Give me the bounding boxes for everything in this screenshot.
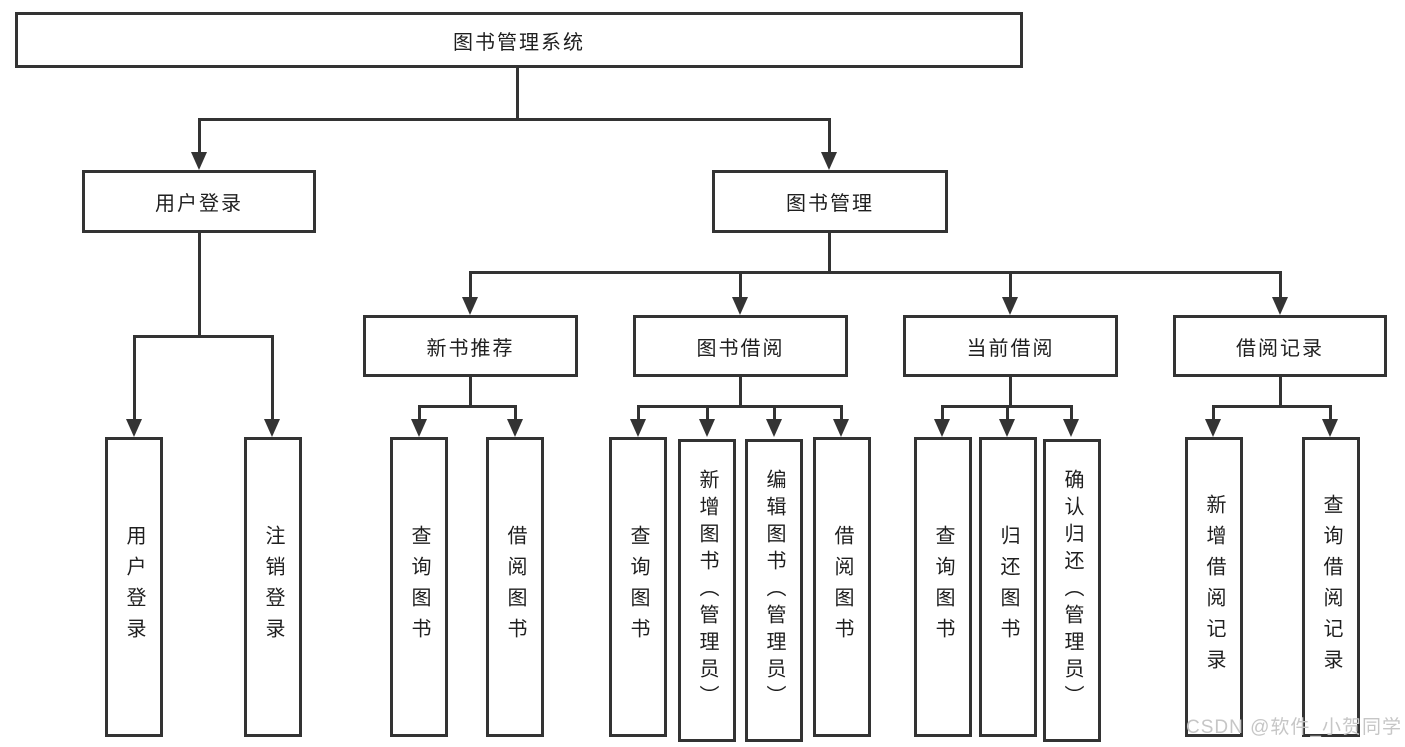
connector-recommend-trunk [469,377,472,408]
arrow-down-icon [1272,297,1288,315]
connector-stem-leaf [1212,405,1215,421]
arrow-down-icon [1002,297,1018,315]
arrow-down-icon [507,419,523,437]
leaf-edit-books-admin: 编辑图书（管理员） [745,439,803,742]
connector-borrow-trunk [739,377,742,408]
arrow-down-icon [191,152,207,170]
leaf-borrow-books-recommend: 借阅图书 [486,437,544,737]
connector-stem-leaf [1329,405,1332,421]
connector-records-trunk [1279,377,1282,408]
connector-stem-leaf [1006,405,1009,421]
arrow-down-icon [462,297,478,315]
connector-stem-user-login [198,118,201,154]
arrow-down-icon [1205,419,1221,437]
arrow-down-icon [732,297,748,315]
leaf-add-books-admin: 新增图书（管理员） [678,439,736,742]
arrow-down-icon [821,152,837,170]
arrow-down-icon [999,419,1015,437]
connector-userlogin-trunk [198,233,201,338]
connector-stem-leaf [773,405,776,421]
connector-stem-current [1009,271,1012,299]
connector-stem-records [1279,271,1282,299]
node-user-login: 用户登录 [82,170,316,233]
connector-stem-leaf [706,405,709,421]
node-book-management: 图书管理 [712,170,948,233]
csdn-watermark: CSDN @软件_小贺同学 [1186,717,1402,738]
leaf-query-borrow-record: 查询借阅记录 [1302,437,1360,737]
arrow-down-icon [766,419,782,437]
leaf-query-books-borrow: 查询图书 [609,437,667,737]
arrow-down-icon [934,419,950,437]
connector-userlogin-split [133,335,274,338]
leaf-add-borrow-record: 新增借阅记录 [1185,437,1243,737]
connector-root-trunk [516,68,519,120]
connector-stem-borrow [739,271,742,299]
node-current-borrowing: 当前借阅 [903,315,1118,377]
connector-stem-leaf [941,405,944,421]
node-book-borrowing: 图书借阅 [633,315,848,377]
connector-stem-leaf [637,405,640,421]
arrow-down-icon [126,419,142,437]
connector-stem-leaf [133,335,136,421]
connector-stem-leaf [840,405,843,421]
connector-borrow-split [637,405,843,408]
connector-bookmgmt-trunk [828,233,831,274]
connector-current-trunk [1009,377,1012,408]
leaf-query-books-recommend: 查询图书 [390,437,448,737]
arrow-down-icon [833,419,849,437]
node-root-system: 图书管理系统 [15,12,1023,68]
arrow-down-icon [1322,419,1338,437]
connector-level1-split [198,118,831,121]
connector-stem-recommend [469,271,472,299]
node-borrowing-records: 借阅记录 [1173,315,1387,377]
arrow-down-icon [411,419,427,437]
connector-recommend-split [418,405,517,408]
connector-stem-leaf [1070,405,1073,421]
arrow-down-icon [630,419,646,437]
connector-records-split [1212,405,1331,408]
connector-stem-book-mgmt [828,118,831,154]
leaf-logout-login: 注销登录 [244,437,302,737]
leaf-confirm-return-admin: 确认归还（管理员） [1043,439,1101,742]
arrow-down-icon [264,419,280,437]
leaf-query-books-current: 查询图书 [914,437,972,737]
node-new-book-recommend: 新书推荐 [363,315,578,377]
arrow-down-icon [1063,419,1079,437]
connector-stem-leaf [418,405,421,421]
leaf-borrow-books-borrow: 借阅图书 [813,437,871,737]
connector-stem-leaf [514,405,517,421]
leaf-user-login: 用户登录 [105,437,163,737]
connector-level3-split [469,271,1282,274]
connector-stem-leaf [271,335,274,421]
arrow-down-icon [699,419,715,437]
leaf-return-books: 归还图书 [979,437,1037,737]
